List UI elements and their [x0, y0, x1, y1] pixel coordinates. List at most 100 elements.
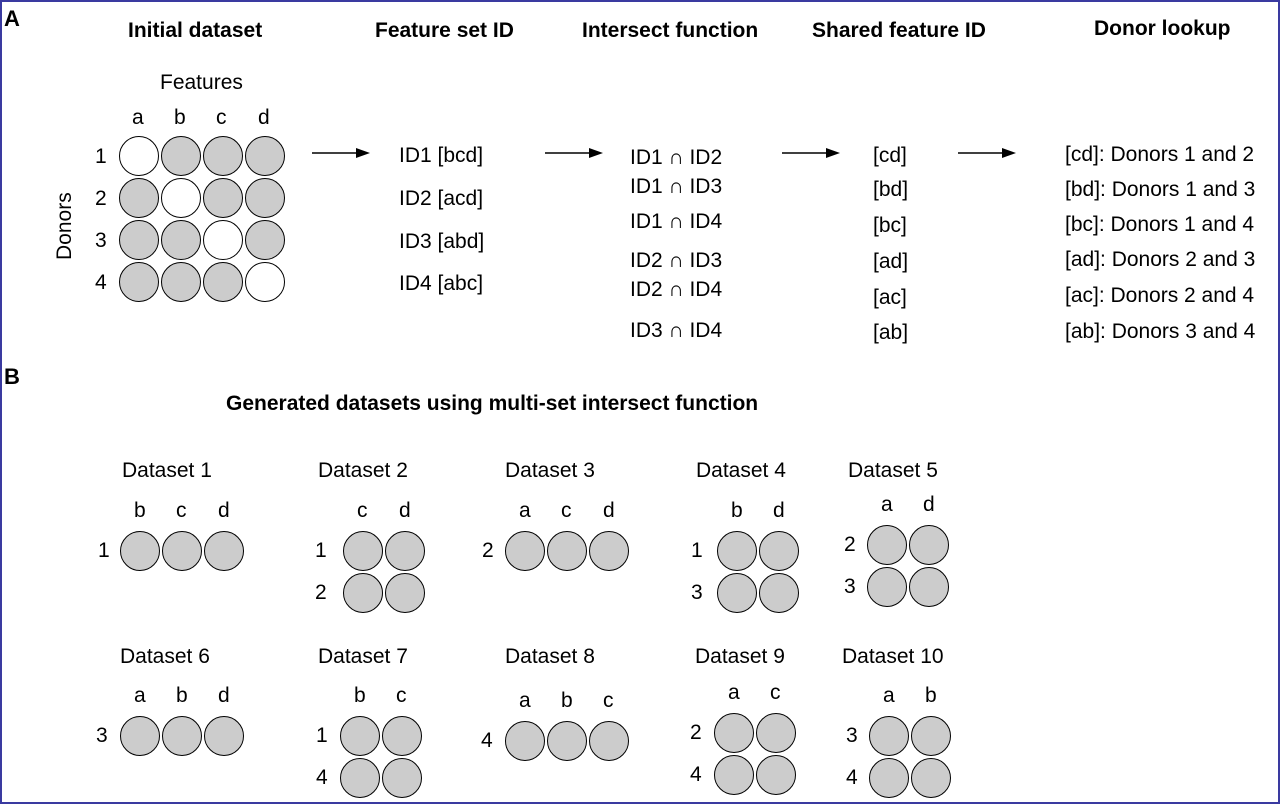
dataset-feature-letter: b: [731, 499, 743, 522]
dataset-feature-letter: d: [773, 499, 785, 522]
arrow-right-icon: [545, 145, 605, 161]
donor-lookup-item: [ad]: Donors 2 and 3: [1065, 248, 1256, 271]
intersection-item: ID3 ∩ ID4: [630, 319, 723, 342]
arrow-right-icon: [782, 145, 842, 161]
features-label: Features: [160, 71, 243, 94]
filled-cell-circle: [161, 220, 201, 260]
filled-cell-circle: [245, 220, 285, 260]
dataset-feature-letter: c: [357, 499, 368, 522]
feature-letter: a: [132, 106, 144, 129]
empty-cell-circle: [203, 220, 243, 260]
dataset-cell-circle: [759, 531, 799, 571]
dataset-donor-number: 4: [481, 729, 493, 752]
dataset-cell-circle: [911, 758, 951, 798]
dataset-feature-letter: c: [396, 684, 407, 707]
dataset-cell-circle: [340, 716, 380, 756]
feature-letter: d: [258, 106, 270, 129]
dataset-feature-letter: d: [923, 493, 935, 516]
shared-id-item: [cd]: [873, 144, 907, 167]
donor-number: 1: [95, 145, 107, 168]
filled-cell-circle: [203, 178, 243, 218]
dataset-feature-letter: b: [176, 684, 188, 707]
feature-set-id-item: ID4 [abc]: [399, 272, 484, 295]
shared-id-item: [ab]: [873, 321, 909, 344]
dataset-feature-letter: c: [603, 689, 614, 712]
dataset-cell-circle: [759, 573, 799, 613]
panel-b-title: Generated datasets using multi-set inter…: [226, 392, 759, 415]
dataset-title: Dataset 6: [120, 645, 210, 668]
feature-set-id-item: ID2 [acd]: [399, 187, 484, 210]
dataset-cell-circle: [340, 758, 380, 798]
dataset-title: Dataset 3: [505, 459, 595, 482]
dataset-cell-circle: [547, 531, 587, 571]
dataset-feature-letter: d: [218, 499, 230, 522]
dataset-feature-letter: a: [728, 681, 740, 704]
dataset-donor-number: 2: [315, 581, 327, 604]
dataset-donor-number: 2: [844, 533, 856, 556]
dataset-donor-number: 1: [315, 539, 327, 562]
donor-number: 4: [95, 271, 107, 294]
dataset-cell-circle: [382, 758, 422, 798]
dataset-donor-number: 4: [316, 766, 328, 789]
panel-a-label: A: [4, 6, 20, 31]
dataset-cell-circle: [162, 531, 202, 571]
donor-lookup-item: [ac]: Donors 2 and 4: [1065, 284, 1255, 307]
dataset-donor-number: 1: [691, 539, 703, 562]
filled-cell-circle: [119, 262, 159, 302]
feature-set-id-item: ID1 [bcd]: [399, 144, 484, 167]
dataset-feature-letter: a: [881, 493, 893, 516]
dataset-cell-circle: [505, 531, 545, 571]
dataset-feature-letter: c: [561, 499, 572, 522]
dataset-cell-circle: [120, 531, 160, 571]
dataset-donor-number: 3: [846, 724, 858, 747]
intersection-item: ID2 ∩ ID3: [630, 249, 723, 272]
dataset-feature-letter: d: [603, 499, 615, 522]
dataset-title: Dataset 4: [696, 459, 786, 482]
dataset-cell-circle: [714, 713, 754, 753]
dataset-cell-circle: [909, 567, 949, 607]
dataset-feature-letter: b: [925, 684, 937, 707]
filled-cell-circle: [203, 262, 243, 302]
donor-lookup-item: [cd]: Donors 1 and 2: [1065, 143, 1255, 166]
dataset-cell-circle: [120, 716, 160, 756]
dataset-title: Dataset 2: [318, 459, 408, 482]
arrow-right-icon: [312, 145, 372, 161]
dataset-title: Dataset 7: [318, 645, 408, 668]
dataset-cell-circle: [547, 721, 587, 761]
filled-cell-circle: [119, 178, 159, 218]
arrow-right-icon: [958, 145, 1018, 161]
dataset-cell-circle: [869, 758, 909, 798]
dataset-donor-number: 4: [690, 763, 702, 786]
dataset-cell-circle: [867, 567, 907, 607]
intersection-item: ID1 ∩ ID4: [630, 210, 723, 233]
dataset-cell-circle: [204, 716, 244, 756]
dataset-cell-circle: [714, 755, 754, 795]
dataset-cell-circle: [162, 716, 202, 756]
dataset-cell-circle: [343, 573, 383, 613]
empty-cell-circle: [161, 178, 201, 218]
shared-id-item: [bc]: [873, 214, 907, 237]
dataset-cell-circle: [343, 531, 383, 571]
dataset-feature-letter: c: [176, 499, 187, 522]
heading-initial-dataset: Initial dataset: [128, 19, 263, 42]
dataset-cell-circle: [589, 531, 629, 571]
dataset-cell-circle: [385, 573, 425, 613]
intersection-item: ID1 ∩ ID2: [630, 146, 723, 169]
donor-lookup-item: [bc]: Donors 1 and 4: [1065, 213, 1255, 236]
donor-lookup-item: [ab]: Donors 3 and 4: [1065, 320, 1256, 343]
feature-letter: b: [174, 106, 186, 129]
dataset-donor-number: 3: [691, 581, 703, 604]
dataset-cell-circle: [867, 525, 907, 565]
donor-number: 2: [95, 187, 107, 210]
filled-cell-circle: [245, 178, 285, 218]
empty-cell-circle: [245, 262, 285, 302]
dataset-feature-letter: b: [134, 499, 146, 522]
dataset-cell-circle: [385, 531, 425, 571]
heading-shared-feature-id: Shared feature ID: [812, 19, 986, 42]
intersection-item: ID1 ∩ ID3: [630, 175, 723, 198]
panel-b-label: B: [4, 364, 20, 389]
filled-cell-circle: [203, 136, 243, 176]
dataset-cell-circle: [756, 713, 796, 753]
dataset-cell-circle: [911, 716, 951, 756]
